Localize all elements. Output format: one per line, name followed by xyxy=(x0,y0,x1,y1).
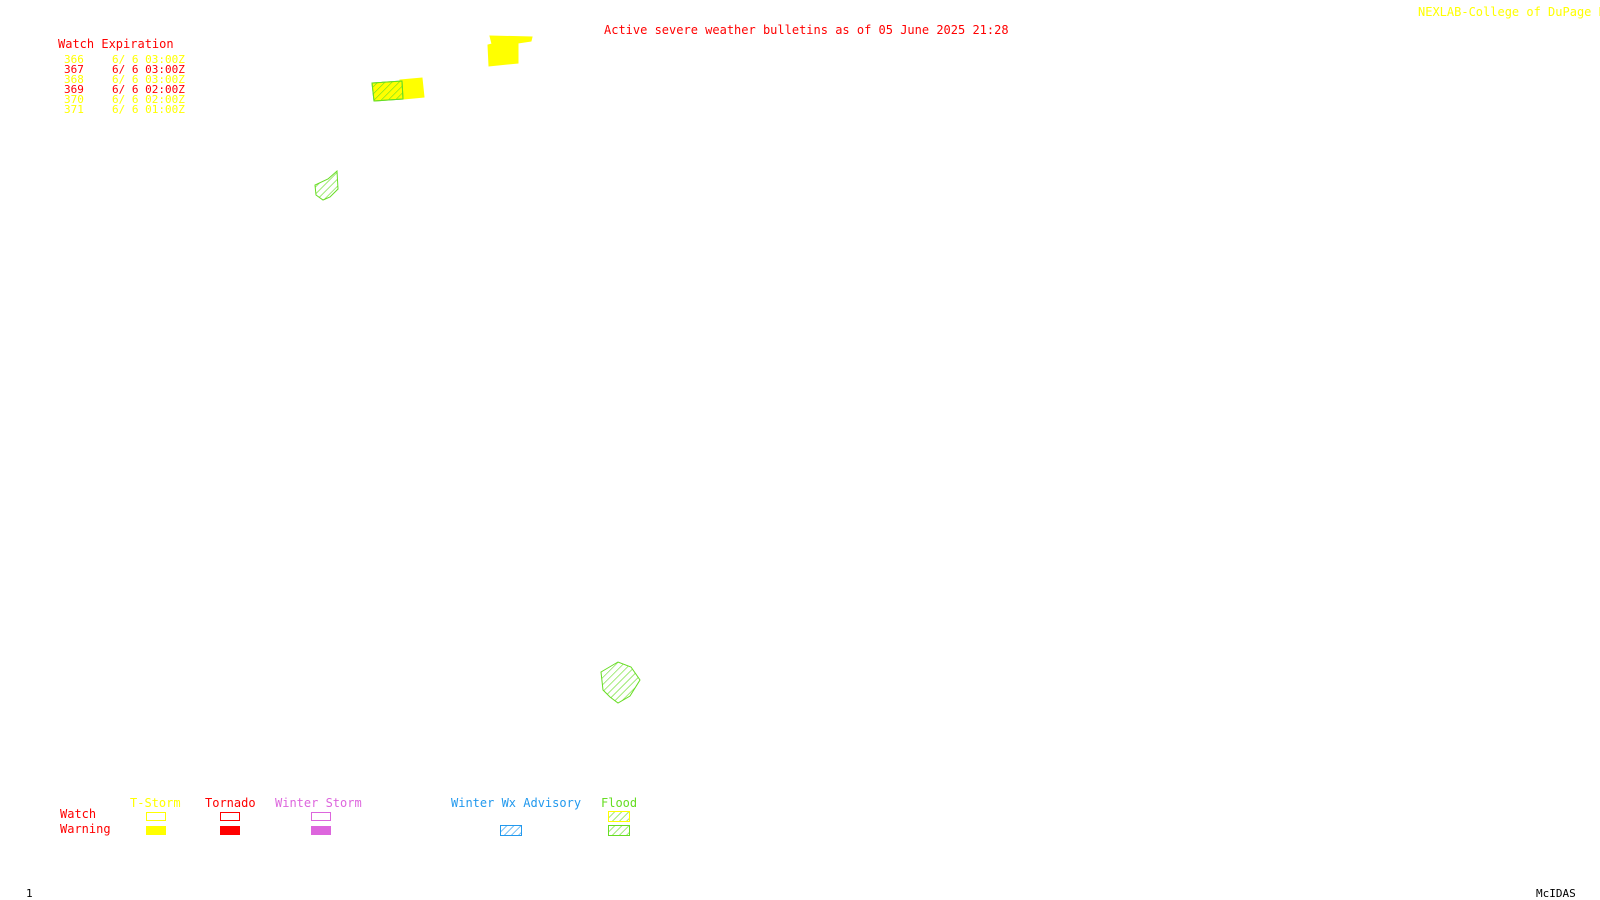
legend-winter-storm-label: Winter Storm xyxy=(275,796,362,810)
watch-number: 370 xyxy=(64,93,84,106)
watch-row: 366 6/ 6 03:00Z xyxy=(64,54,185,65)
legend-watch-row-label: Watch xyxy=(60,807,97,821)
watch-number: 367 xyxy=(64,63,84,76)
watch-number: 371 xyxy=(64,103,84,116)
legend-tstorm-warning-swatch xyxy=(146,826,166,835)
watch-expires: 6/ 6 02:00Z xyxy=(112,93,185,106)
flood-warning-polygon xyxy=(600,661,641,704)
legend-tstorm-watch-swatch xyxy=(146,812,166,821)
legend-winter-wx-swatch xyxy=(500,825,522,836)
frame-number: 1 xyxy=(26,887,33,900)
watch-row: 371 6/ 6 01:00Z xyxy=(64,104,185,115)
tstorm-warning-polygon xyxy=(399,77,425,100)
legend-flood-watch-swatch xyxy=(608,811,630,822)
legend-tornado-watch-swatch xyxy=(220,812,240,821)
watch-row: 368 6/ 6 03:00Z xyxy=(64,74,185,85)
watch-expires: 6/ 6 03:00Z xyxy=(112,63,185,76)
watch-number: 368 xyxy=(64,73,84,86)
flood-warning-polygon xyxy=(314,169,339,201)
software-label: McIDAS xyxy=(1536,887,1576,900)
watch-number: 369 xyxy=(64,83,84,96)
watch-number: 366 xyxy=(64,53,84,66)
source-credit: NEXLAB-College of DuPage R xyxy=(1418,5,1600,19)
legend-tornado-label: Tornado xyxy=(205,796,256,810)
legend-flood-label: Flood xyxy=(601,796,638,810)
legend-warning-row-label: Warning xyxy=(60,822,111,836)
legend-tornado-warning-swatch xyxy=(220,826,240,835)
watch-expiration-heading: Watch Expiration xyxy=(58,37,174,51)
watch-row: 367 6/ 6 03:00Z xyxy=(64,64,185,75)
watch-expires: 6/ 6 03:00Z xyxy=(112,53,185,66)
watch-expires: 6/ 6 01:00Z xyxy=(112,103,185,116)
legend-winter-storm-watch-swatch xyxy=(311,812,331,821)
legend-winter-storm-warning-swatch xyxy=(311,826,331,835)
watch-row: 370 6/ 6 02:00Z xyxy=(64,94,185,105)
watch-expires: 6/ 6 03:00Z xyxy=(112,73,185,86)
tstorm-warning-polygon xyxy=(487,35,533,67)
bulletin-title: Active severe weather bulletins as of 05… xyxy=(604,23,1009,37)
watch-expires: 6/ 6 02:00Z xyxy=(112,83,185,96)
legend-winter-wx-label: Winter Wx Advisory xyxy=(451,796,582,810)
flood-warning-hatch xyxy=(371,80,404,102)
watch-row: 369 6/ 6 02:00Z xyxy=(64,84,185,95)
legend-flood-warning-swatch xyxy=(608,825,630,836)
legend-tstorm-label: T-Storm xyxy=(130,796,181,810)
